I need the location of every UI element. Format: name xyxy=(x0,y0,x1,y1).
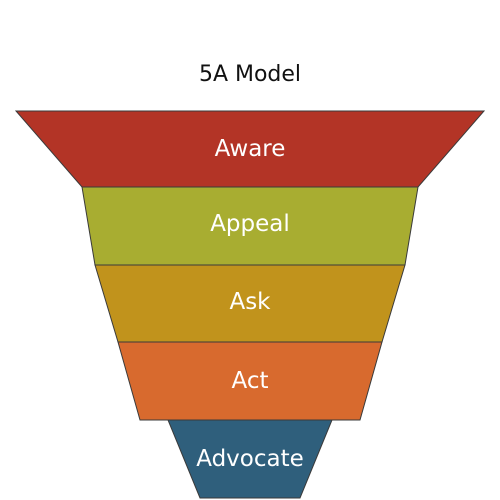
funnel-layer-act-label: Act xyxy=(232,368,269,394)
funnel-layer-ask-label: Ask xyxy=(229,289,271,315)
funnel-layer-aware: Aware xyxy=(14,110,486,188)
funnel-layer-appeal-label: Appeal xyxy=(210,211,290,237)
funnel-layer-ask: Ask xyxy=(94,264,406,343)
funnel-layer-appeal: Appeal xyxy=(81,186,419,266)
funnel-layer-aware-label: Aware xyxy=(215,136,286,162)
funnel-layer-advocate-shape xyxy=(167,419,333,499)
funnel-layer-act-shape xyxy=(117,341,383,421)
funnel-layer-act: Act xyxy=(117,341,383,421)
funnel-layer-advocate-label: Advocate xyxy=(196,446,304,472)
diagram-title: 5A Model xyxy=(198,62,302,87)
funnel-layer-advocate: Advocate xyxy=(167,419,333,499)
